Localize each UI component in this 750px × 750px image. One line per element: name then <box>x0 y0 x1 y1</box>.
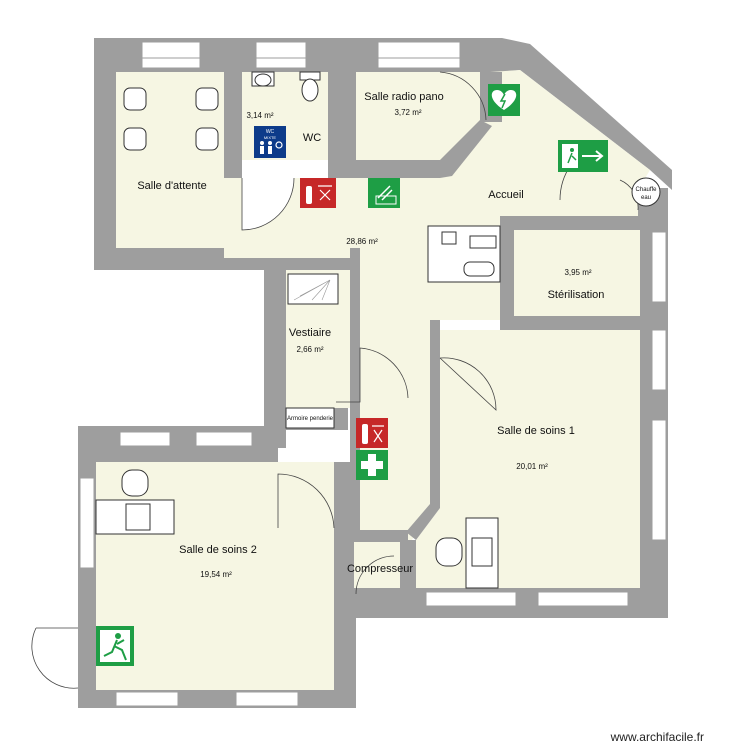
windows <box>79 41 667 707</box>
room-label-accueil: Accueil <box>488 189 523 201</box>
svg-text:WC: WC <box>266 129 275 135</box>
chair-icon <box>195 87 219 111</box>
reception-desk <box>427 225 501 283</box>
aed-icon <box>488 84 520 116</box>
chair-icon <box>435 537 463 567</box>
doors <box>31 71 639 689</box>
room-area-sterilisation: 3,95 m² <box>564 268 591 277</box>
care-room-2-furniture <box>95 469 175 535</box>
room-label-compresseur: Compresseur <box>347 563 413 575</box>
first-aid-icon <box>356 450 388 480</box>
room-label-salle-attente: Salle d'attente <box>137 180 206 192</box>
emergency-exit-icon <box>96 626 134 666</box>
room-area-soins1: 20,01 m² <box>516 462 548 471</box>
desk-icon <box>465 517 499 589</box>
interior-walls <box>224 72 652 590</box>
svg-text:eau: eau <box>641 195 651 201</box>
room-area-accueil: 28,86 m² <box>346 237 378 246</box>
room-label-soins2: Salle de soins 2 <box>179 544 257 556</box>
chair-icon <box>195 127 219 151</box>
credit-text: www.archifacile.fr <box>610 730 704 744</box>
water-heater: Chauffe eau <box>631 177 661 207</box>
emergency-exit-icon <box>558 140 608 172</box>
care-room-1-furniture <box>435 517 499 589</box>
chair-icon <box>121 469 149 497</box>
svg-text:Chauffe: Chauffe <box>636 187 658 193</box>
wardrobe: Armoire penderie <box>285 407 335 429</box>
waiting-chairs <box>123 87 219 151</box>
room-label-radio: Salle radio pano <box>364 91 444 103</box>
room-area-radio: 3,72 m² <box>394 108 421 117</box>
wc-fixtures <box>251 71 321 102</box>
fire-extinguisher-icon <box>300 178 336 208</box>
svg-text:Armoire penderie: Armoire penderie <box>287 416 334 422</box>
room-label-vestiaire: Vestiaire <box>289 327 331 339</box>
first-aid-icon <box>368 178 400 208</box>
svg-text:MIXTE: MIXTE <box>264 135 277 140</box>
chair-icon <box>123 127 147 151</box>
room-area-wc: 3,14 m² <box>246 111 273 120</box>
room-labels: Salle d'attente 3,14 m² WC Salle radio p… <box>137 91 604 579</box>
shower-icon <box>287 273 339 305</box>
room-label-sterilisation: Stérilisation <box>548 289 605 301</box>
chair-icon <box>123 87 147 111</box>
chair-icon <box>463 261 495 277</box>
wc-accessible-icon: WC MIXTE <box>254 126 286 158</box>
room-label-wc: WC <box>303 132 321 144</box>
room-label-soins1: Salle de soins 1 <box>497 425 575 437</box>
room-area-vestiaire: 2,66 m² <box>296 345 323 354</box>
room-area-soins2: 19,54 m² <box>200 570 232 579</box>
fire-extinguisher-icon <box>356 418 388 448</box>
